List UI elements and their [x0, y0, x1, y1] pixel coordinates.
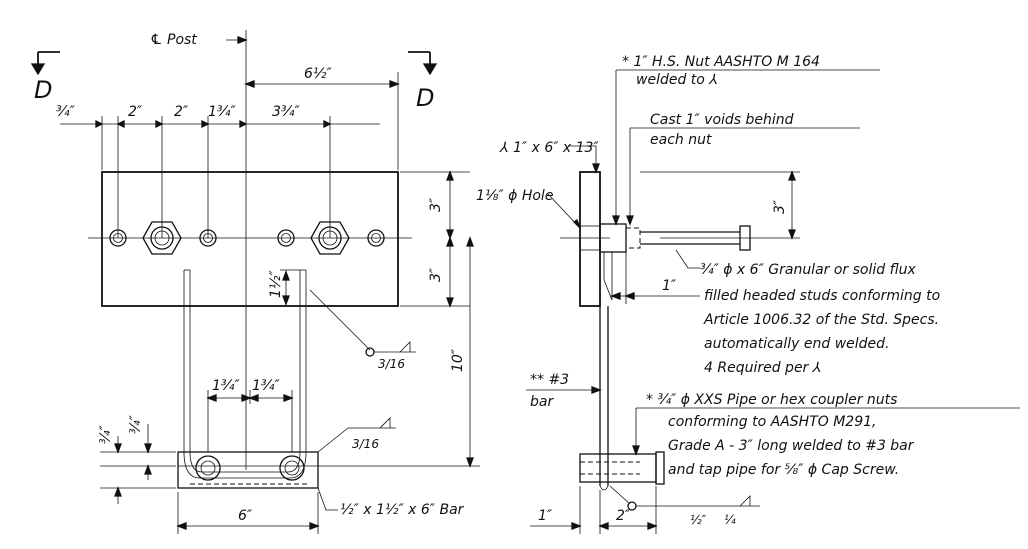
dim-1-half: 1½″ — [268, 270, 300, 306]
dim-2b-label: 2″ — [174, 104, 189, 120]
dim-3-right: 3″ — [640, 170, 800, 240]
centerline-label: ℄ Post — [150, 32, 197, 48]
dim-2-bottom-label: 2″ — [616, 508, 631, 524]
weld-symbol-lower: 3/16 — [317, 417, 396, 453]
plate-callout: ⅄ 1″ x 6″ x 13″ — [499, 140, 600, 174]
pipe-line1: * ¾″ ϕ XXS Pipe or hex coupler nuts — [646, 392, 897, 408]
dim-1-3-4-label: 1¾″ — [208, 104, 236, 120]
pipe-line2: conforming to AASHTO M291, — [668, 414, 876, 430]
void-line1: Cast 1″ voids behind — [650, 112, 794, 128]
section-label-left: D — [34, 76, 52, 104]
bar3-callout: ** #3 bar — [526, 372, 602, 410]
weld-symbol-upper: 3/16 — [309, 289, 416, 371]
bar3-line1: ** #3 — [530, 372, 569, 388]
weld-symbol-side: ½″ ¼ — [609, 485, 760, 527]
dim-1-3-4-a-label: 1¾″ — [212, 378, 240, 394]
nut-line2: welded to ⅄ — [636, 72, 718, 88]
stud-4 — [367, 229, 385, 247]
void-callout: Cast 1″ voids behind each nut — [626, 112, 860, 226]
stud-3 — [277, 229, 295, 247]
dim-vertical-plate: 3″ 3″ — [400, 170, 470, 308]
stud-callout: ¾″ ϕ x 6″ Granular or solid flux filled … — [675, 249, 940, 376]
stud-line4: automatically end welded. — [704, 336, 890, 352]
hex-nut-1 — [142, 221, 182, 255]
post-centerline: ℄ Post — [150, 30, 248, 470]
hole-callout: 1⅛″ ϕ Hole — [476, 188, 581, 229]
anchor-bars — [183, 269, 307, 479]
nut-callout: * 1″ H.S. Nut AASHTO M 164 welded to ⅄ — [612, 54, 880, 226]
dim-6-half: 6½″ — [244, 66, 400, 170]
dim-1-bottom-label: 1″ — [538, 508, 553, 524]
section-marker-right: D — [408, 51, 438, 112]
dim-1-stud: 1″ — [610, 252, 700, 304]
dim-6-bottom-label: 6″ — [238, 508, 253, 524]
dim-chain-top: ¾″ 2″ 2″ 1¾″ 3¾″ — [56, 104, 380, 238]
hex-nut-2 — [310, 221, 350, 255]
plate-label: ⅄ 1″ x 6″ x 13″ — [499, 140, 599, 156]
dim-6-half-label: 6½″ — [304, 66, 332, 82]
dim-10: 10″ — [318, 236, 480, 468]
stud-2 — [199, 229, 217, 247]
weld-3-16-b-label: 3/16 — [352, 437, 379, 451]
dim-bar-thickness: ¾″ ¾″ — [98, 414, 176, 504]
bar-callout: ½″ x 1½″ x 6″ Bar — [317, 487, 465, 518]
dim-1-3-4-b-label: 1¾″ — [252, 378, 280, 394]
dim-10-label: 10″ — [450, 348, 466, 372]
stud-1 — [109, 229, 127, 247]
pipe-side — [579, 451, 665, 485]
hole-label: 1⅛″ ϕ Hole — [476, 188, 553, 204]
dim-1-half-label: 1½″ — [268, 270, 284, 298]
weld-3-16-a-label: 3/16 — [378, 357, 405, 371]
dim-3-right-label: 3″ — [772, 199, 788, 214]
dim-6-bottom: 6″ — [176, 492, 320, 534]
dim-3-3-4-label: 3¾″ — [272, 104, 300, 120]
bottom-bar — [177, 451, 319, 489]
pipe-line4: and tap pipe for ⅝″ ϕ Cap Screw. — [668, 462, 899, 478]
nut-line1: * 1″ H.S. Nut AASHTO M 164 — [622, 54, 820, 70]
plate-front — [88, 171, 412, 307]
dim-3-top-label: 3″ — [428, 197, 444, 212]
plate-side — [560, 171, 610, 307]
section-label-right: D — [416, 84, 434, 112]
dim-1-stud-label: 1″ — [662, 278, 677, 294]
weld-quarter-label: ¼ — [724, 513, 736, 527]
void-line2: each nut — [650, 132, 712, 148]
bar-label: ½″ x 1½″ x 6″ Bar — [340, 502, 465, 518]
dim-3-4-v1-label: ¾″ — [98, 424, 114, 444]
stud-line5: 4 Required per ⅄ — [704, 360, 821, 376]
stud-line3: Article 1006.32 of the Std. Specs. — [703, 312, 939, 328]
dim-3-4-label: ¾″ — [56, 104, 76, 120]
dim-bar-spacing: 1¾″ 1¾″ — [206, 378, 294, 452]
dim-2-label: 2″ — [128, 104, 143, 120]
bar3-line2: bar — [530, 394, 554, 410]
dim-3-4-v2-label: ¾″ — [128, 414, 144, 434]
stud-line2: filled headed studs conforming to — [704, 288, 940, 304]
dims-bottom-right: 1″ 2″ — [530, 486, 658, 534]
section-marker-left: D — [30, 51, 60, 104]
weld-half-label: ½″ — [690, 513, 707, 527]
pipe-callout: * ¾″ ϕ XXS Pipe or hex coupler nuts conf… — [632, 392, 1020, 478]
bar3-side — [599, 306, 609, 491]
dim-3-bot-label: 3″ — [428, 267, 444, 282]
pipe-line3: Grade A - 3″ long welded to #3 bar — [668, 438, 915, 454]
stud-line1: ¾″ ϕ x 6″ Granular or solid flux — [700, 262, 917, 278]
